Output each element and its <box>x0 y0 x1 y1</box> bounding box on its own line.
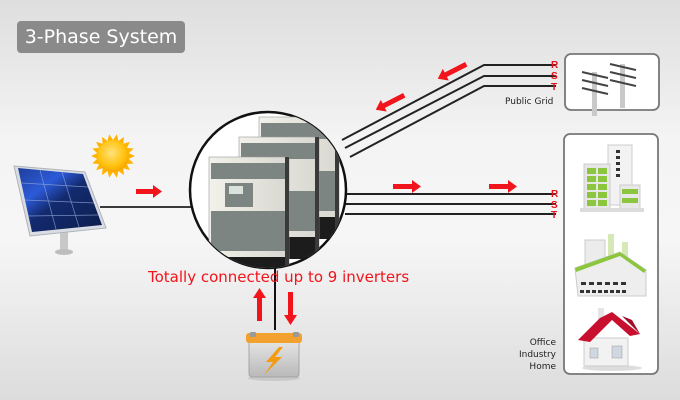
grid-phase-t: T <box>551 82 557 93</box>
arrow-solar-to-inverter <box>136 185 162 198</box>
battery-icon <box>246 332 302 381</box>
grid-wire-s <box>344 75 556 149</box>
grid-phase-s: S <box>551 71 558 82</box>
load-wires <box>345 193 556 215</box>
arrow-inverter-to-load-1 <box>393 180 421 193</box>
grid-wire-r <box>341 64 556 141</box>
load-box <box>563 133 659 375</box>
grid-wires <box>341 64 556 158</box>
arrow-grid-to-inverter-2 <box>375 93 406 112</box>
lightning-icon <box>264 347 283 375</box>
inverter-capacity-caption: Totally connected up to 9 inverters <box>148 268 410 286</box>
arrow-battery-to-inverter <box>253 288 266 321</box>
load-phase-t: T <box>551 210 557 221</box>
public-grid-label: Public Grid <box>505 97 554 107</box>
load-phase-s: S <box>551 200 558 211</box>
office-building-icon <box>580 144 644 212</box>
load-phase-labels: R S T <box>551 189 559 221</box>
solar-panel-icon <box>13 165 107 255</box>
sun-icon <box>91 134 135 178</box>
grid-phase-labels: R S T <box>551 60 559 93</box>
grid-wire-t <box>349 85 556 158</box>
grid-phase-r: R <box>551 60 559 71</box>
inverter-stack <box>188 110 348 270</box>
arrow-inverter-to-battery <box>284 292 297 325</box>
load-type-industry: Industry <box>518 350 556 360</box>
factory-icon <box>574 234 647 297</box>
house-icon <box>578 308 642 371</box>
title-badge: 3-Phase System <box>17 21 185 53</box>
public-grid-box <box>564 53 660 116</box>
load-type-home: Home <box>529 362 556 372</box>
arrow-grid-to-inverter-1 <box>437 62 468 81</box>
load-types-label: Office Industry Home <box>500 337 556 373</box>
arrow-inverter-to-load-2 <box>489 180 517 193</box>
load-type-office: Office <box>529 338 556 348</box>
utility-pole-icon <box>581 63 637 116</box>
flow-arrows <box>136 62 517 325</box>
load-phase-r: R <box>551 189 559 200</box>
